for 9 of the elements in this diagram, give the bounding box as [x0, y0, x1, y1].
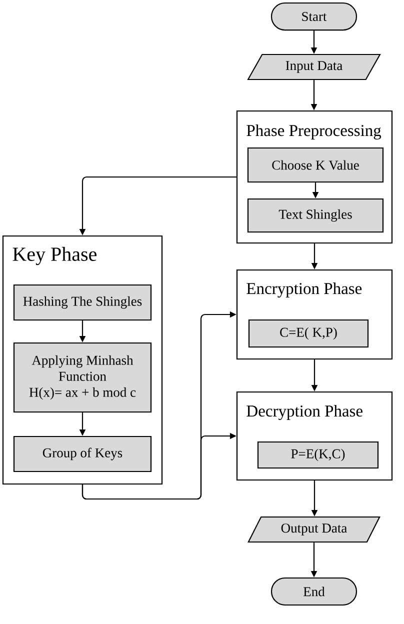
- io-parallelogram: Output Data: [248, 516, 380, 543]
- process-box: Group of Keys: [13, 436, 152, 472]
- process-box: Text Shingles: [247, 198, 384, 233]
- process-box: C=E( K,P): [248, 319, 369, 348]
- process-box: Choose K Value: [247, 147, 384, 183]
- io-parallelogram: Input Data: [247, 54, 381, 80]
- process-box: P=E(K,C): [257, 441, 379, 469]
- process-box: Applying Minhash Function H(x)= ax + b mod c: [13, 342, 152, 413]
- process-box: Hashing The Shingles: [13, 284, 152, 321]
